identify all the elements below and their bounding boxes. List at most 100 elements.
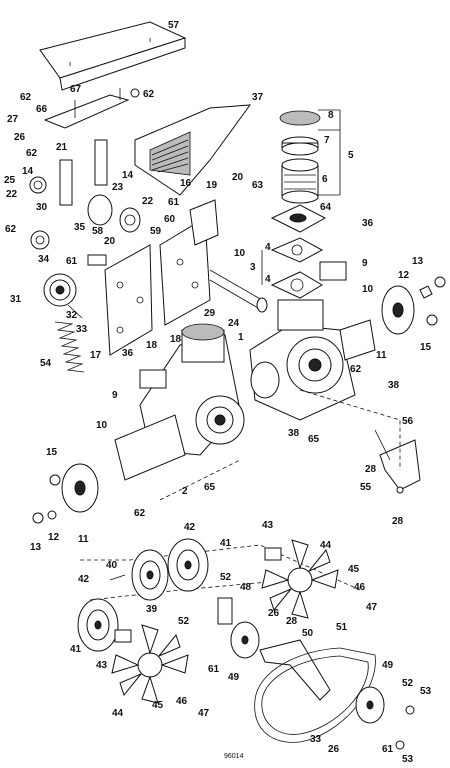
callout-40: 40 [106, 560, 118, 571]
top-shield [39, 21, 187, 91]
tension-spring [54, 321, 85, 373]
callout-10: 10 [234, 248, 246, 259]
callout-43: 43 [262, 520, 274, 531]
callout-2: 2 [182, 486, 188, 497]
callout-59: 59 [150, 226, 162, 237]
drawing-number: 96014 [224, 753, 244, 760]
callout-13: 13 [30, 542, 42, 553]
idler-arm [217, 597, 331, 701]
right-hub [381, 276, 446, 335]
callout-25: 25 [4, 175, 16, 186]
callout-13: 13 [412, 256, 424, 267]
callout-20: 20 [104, 236, 116, 247]
callout-14: 14 [122, 170, 134, 181]
callout-42: 42 [184, 522, 196, 533]
callout-4: 4 [265, 274, 271, 285]
callout-11: 11 [376, 350, 387, 361]
callout-53: 53 [402, 754, 414, 765]
callout-11: 11 [78, 534, 89, 545]
callout-44: 44 [112, 708, 124, 719]
callout-28: 28 [286, 616, 298, 627]
callout-67: 67 [70, 84, 82, 95]
callout-10: 10 [96, 420, 108, 431]
callout-labels: 57 67 62 27 26 66 62 37 8 7 5 6 62 21 25… [4, 20, 432, 765]
callout-20: 20 [232, 172, 244, 183]
callout-58: 58 [92, 226, 104, 237]
callout-28: 28 [365, 464, 377, 475]
callout-21: 21 [56, 142, 68, 153]
callout-52: 52 [178, 616, 190, 627]
callout-63: 63 [252, 180, 264, 191]
upper-fan [261, 539, 339, 619]
callout-66: 66 [36, 104, 48, 115]
callout-39: 39 [146, 604, 158, 615]
callout-50: 50 [302, 628, 314, 639]
callout-38: 38 [388, 380, 400, 391]
shaft [209, 269, 268, 313]
callout-60: 60 [164, 214, 176, 225]
callout-34: 34 [38, 254, 50, 265]
callout-32: 32 [66, 310, 78, 321]
drive-pulleys [77, 538, 209, 652]
callout-22: 22 [6, 189, 18, 200]
bracket-55 [374, 429, 421, 494]
callout-52: 52 [220, 572, 232, 583]
mounting-plates [104, 199, 219, 356]
callout-62: 62 [143, 89, 155, 100]
callout-3: 3 [250, 262, 256, 273]
callout-7: 7 [324, 135, 330, 146]
right-transmission [249, 261, 376, 421]
callout-6: 6 [322, 174, 328, 185]
callout-64: 64 [320, 202, 332, 213]
callout-61: 61 [382, 744, 394, 755]
left-hub [32, 463, 99, 524]
callout-49: 49 [228, 672, 240, 683]
callout-53: 53 [420, 686, 432, 697]
callout-9: 9 [112, 390, 118, 401]
callout-33: 33 [76, 324, 88, 335]
gaskets [261, 237, 324, 299]
callout-49: 49 [382, 660, 394, 671]
callout-62: 62 [350, 364, 362, 375]
callout-10: 10 [362, 284, 374, 295]
callout-35: 35 [74, 222, 86, 233]
left-idler-stack [29, 139, 141, 319]
callout-14: 14 [22, 166, 34, 177]
callout-18: 18 [170, 334, 182, 345]
callout-65: 65 [204, 482, 216, 493]
callout-18: 18 [146, 340, 158, 351]
callout-52: 52 [402, 678, 414, 689]
callout-47: 47 [366, 602, 378, 613]
callout-42: 42 [78, 574, 90, 585]
callout-45: 45 [348, 564, 360, 575]
left-transmission [114, 323, 245, 481]
callout-17: 17 [90, 350, 102, 361]
callout-61: 61 [66, 256, 78, 267]
callout-47: 47 [198, 708, 210, 719]
callout-1: 1 [238, 332, 244, 343]
callout-44: 44 [320, 540, 332, 551]
callout-48: 48 [240, 582, 252, 593]
right-idler-pulley [355, 686, 415, 750]
callout-57: 57 [168, 20, 180, 31]
callout-45: 45 [152, 700, 164, 711]
callout-43: 43 [96, 660, 108, 671]
callout-8: 8 [328, 110, 334, 121]
belt-cover [134, 104, 252, 196]
callout-24: 24 [228, 318, 240, 329]
callout-26: 26 [328, 744, 340, 755]
callout-51: 51 [336, 622, 348, 633]
callout-29: 29 [204, 308, 216, 319]
callout-62: 62 [5, 224, 17, 235]
callout-12: 12 [398, 270, 410, 281]
callout-38: 38 [288, 428, 300, 439]
callout-33: 33 [310, 734, 322, 745]
lower-fan [111, 624, 189, 704]
callout-41: 41 [70, 644, 82, 655]
callout-5: 5 [348, 150, 354, 161]
callout-65: 65 [308, 434, 320, 445]
callout-15: 15 [46, 447, 58, 458]
callout-37: 37 [252, 92, 264, 103]
callout-41: 41 [220, 538, 232, 549]
callout-28: 28 [392, 516, 404, 527]
